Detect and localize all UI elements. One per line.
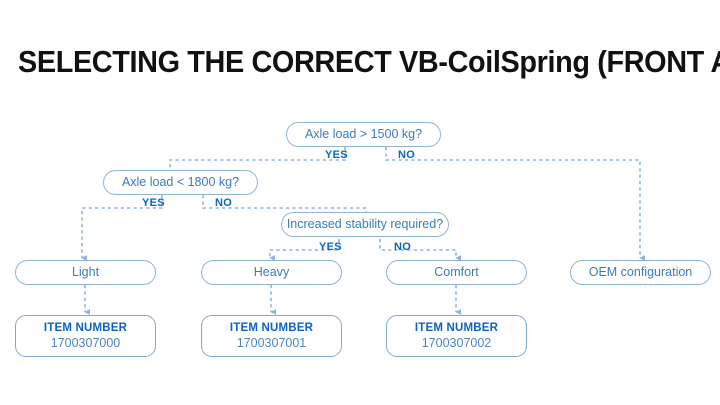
- branch-label-d1-yes: YES: [325, 149, 348, 161]
- result-node-light[interactable]: Light: [15, 260, 156, 285]
- item-number-value: 1700307002: [421, 336, 492, 350]
- branch-label-d3-yes: YES: [319, 241, 342, 253]
- decision-label: Axle load < 1800 kg?: [121, 175, 240, 190]
- wire-d3-no: [379, 239, 462, 261]
- item-number-value: 1700307000: [50, 336, 121, 350]
- item-number-card-comfort[interactable]: ITEM NUMBER 1700307002: [386, 315, 527, 357]
- result-label: Light: [71, 265, 100, 280]
- result-node-comfort[interactable]: Comfort: [386, 260, 527, 285]
- branch-label-d2-no: NO: [215, 197, 233, 209]
- item-number-title: ITEM NUMBER: [414, 321, 499, 334]
- branch-label-d2-yes: YES: [142, 197, 165, 209]
- result-node-heavy[interactable]: Heavy: [201, 260, 342, 285]
- item-number-value: 1700307001: [236, 336, 307, 350]
- item-number-card-light[interactable]: ITEM NUMBER 1700307000: [15, 315, 156, 357]
- result-node-oem-configuration[interactable]: OEM configuration: [570, 260, 711, 285]
- item-number-card-heavy[interactable]: ITEM NUMBER 1700307001: [201, 315, 342, 357]
- wire-d1-no: [385, 147, 646, 261]
- item-number-title: ITEM NUMBER: [43, 321, 128, 334]
- decision-node-axle-load-1800[interactable]: Axle load < 1800 kg?: [103, 170, 258, 195]
- page-title: SELECTING THE CORRECT VB-CoilSpring (FRO…: [18, 44, 720, 79]
- decision-node-axle-load-1500[interactable]: Axle load > 1500 kg?: [286, 122, 441, 147]
- item-number-title: ITEM NUMBER: [229, 321, 314, 334]
- branch-label-d1-no: NO: [398, 149, 416, 161]
- branch-label-d3-no: NO: [394, 241, 412, 253]
- wire-d1-yes: [169, 147, 346, 170]
- result-label: Heavy: [253, 265, 290, 280]
- decision-label: Increased stability required?: [286, 217, 444, 232]
- result-label: Comfort: [434, 265, 479, 280]
- decision-label: Axle load > 1500 kg?: [304, 127, 423, 142]
- decision-node-increased-stability[interactable]: Increased stability required?: [281, 212, 449, 237]
- result-label: OEM configuration: [588, 265, 693, 280]
